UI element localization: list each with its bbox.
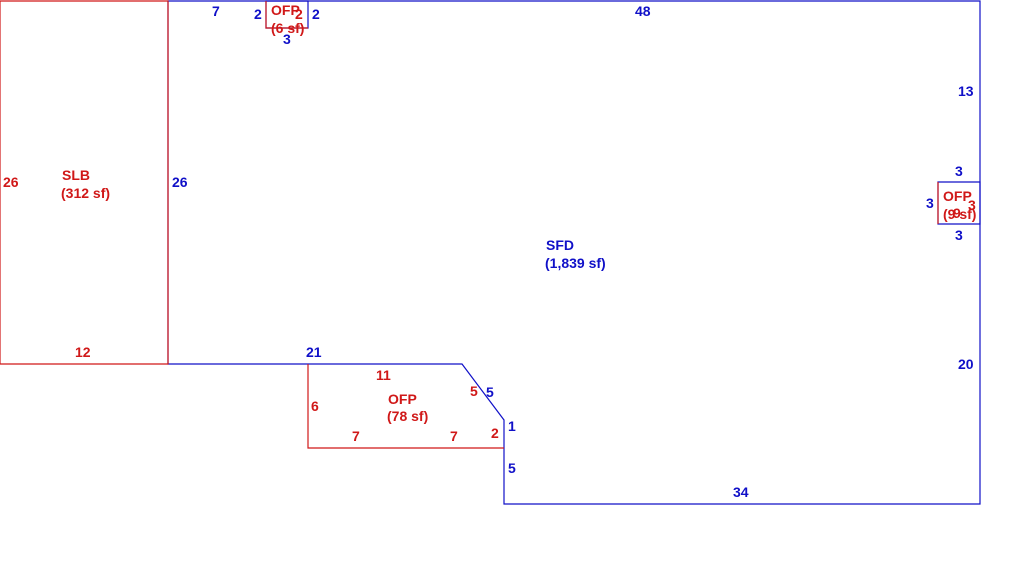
dim-sfd-chamfer: 5 <box>486 384 494 400</box>
dim-ofp-bot-bottom-a: 7 <box>352 428 360 444</box>
ofp-top-name-label: OFP <box>271 2 300 18</box>
slb-outline <box>0 0 169 365</box>
dim-ofp-top-left: 2 <box>254 6 262 22</box>
dim-sfd-bottom: 34 <box>733 484 749 500</box>
ofp-top-area-label: (6 sf) <box>271 20 304 36</box>
sfd-name-label: SFD <box>546 237 574 253</box>
dim-ofp-right-inner: 3 <box>968 197 976 213</box>
slb-area-label: (312 sf) <box>61 185 110 201</box>
dim-ofp-top-bottom: 3 <box>283 31 291 47</box>
dim-ofp-bot-top: 11 <box>376 367 391 383</box>
ofp-top-red-outline <box>265 1 308 29</box>
dim-sfd-bottom-left: 21 <box>306 344 322 360</box>
dim-ofp-right-area-num: 9 <box>953 205 961 221</box>
dim-ofp-right-left: 3 <box>926 195 934 211</box>
dim-ofp-bot-bottom-b: 7 <box>450 428 458 444</box>
dim-sfd-step-upper: 1 <box>508 418 516 434</box>
dim-ofp-bot-left: 6 <box>311 398 319 414</box>
dim-ofp-bot-right: 2 <box>491 425 499 441</box>
dim-ofp-bot-chamfer: 5 <box>470 383 478 399</box>
ofp-right-name-label: OFP <box>943 188 972 204</box>
sfd-outline <box>167 0 981 505</box>
dim-sfd-left: 26 <box>172 174 188 190</box>
slb-name-label: SLB <box>62 167 90 183</box>
dim-sfd-right-upper: 13 <box>958 83 974 99</box>
dim-sfd-right-lower: 20 <box>958 356 974 372</box>
dim-sfd-top-left: 7 <box>212 3 220 19</box>
ofp-bottom-area-label: (78 sf) <box>387 408 428 424</box>
dim-slb-left: 26 <box>3 174 19 190</box>
ofp-bottom-outline <box>307 364 504 449</box>
dim-ofp-top-inner: 2 <box>295 6 303 22</box>
dim-slb-bottom: 12 <box>75 344 91 360</box>
dim-ofp-right-bottom: 3 <box>955 227 963 243</box>
ofp-bottom-name-label: OFP <box>388 391 417 407</box>
sfd-area-label: (1,839 sf) <box>545 255 606 271</box>
dim-ofp-right-top: 3 <box>955 163 963 179</box>
dim-sfd-step-lower: 5 <box>508 460 516 476</box>
dim-sfd-top: 48 <box>635 3 651 19</box>
dim-ofp-top-right: 2 <box>312 6 320 22</box>
ofp-right-area-label: (9 sf) <box>943 206 976 222</box>
